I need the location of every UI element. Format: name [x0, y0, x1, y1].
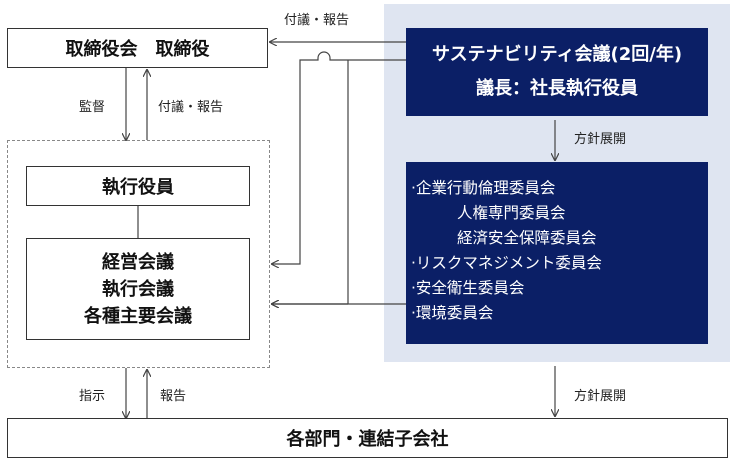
meetings-box: 経営会議 執行会議 各種主要会議	[26, 238, 250, 340]
executive-group	[7, 140, 270, 368]
instruct-label: 指示	[79, 389, 106, 404]
board-of-directors-box: 取締役会 取締役	[7, 28, 268, 68]
executive-officers-box: 執行役員	[26, 166, 250, 206]
committee-environment: ·環境委員会	[411, 304, 494, 322]
supervise-label: 監督	[79, 100, 106, 115]
committee-safety-health: ·安全衛生委員会	[411, 279, 525, 297]
policy-deployment-label-1: 方針展開	[574, 132, 627, 147]
submit-report-label: 付議・報告	[158, 100, 224, 115]
sustainability-chair: 議長：社長執行役員	[476, 78, 638, 99]
meeting-major: 各種主要会議	[84, 305, 192, 327]
report-label: 報告	[160, 389, 187, 404]
meeting-execution: 執行会議	[102, 278, 174, 300]
committee-human-rights: 人権専門委員会	[457, 204, 566, 222]
committees-box	[406, 162, 708, 344]
departments-label: 各部門・連結子会社	[286, 429, 449, 450]
executive-officers-label: 執行役員	[102, 177, 174, 198]
meeting-management: 経営会議	[102, 251, 174, 273]
committee-economic-security: 経済安全保障委員会	[457, 229, 597, 247]
committee-list: ·企業行動倫理委員会 人権専門委員会 経済安全保障委員会 ·リスクマネジメント委…	[411, 176, 681, 326]
committee-risk-management: ·リスクマネジメント委員会	[411, 254, 602, 272]
departments-box: 各部門・連結子会社	[7, 418, 728, 458]
board-label: 取締役会 取締役	[65, 39, 210, 60]
board-submit-report-label: 付議・報告	[284, 13, 350, 28]
committee-ethics: ·企業行動倫理委員会	[411, 179, 556, 197]
policy-deployment-label-2: 方針展開	[574, 389, 627, 404]
sustainability-title: サステナビリティ会議(2回/年)	[431, 44, 683, 65]
sustainability-meeting-box: サステナビリティ会議(2回/年) 議長：社長執行役員	[406, 28, 708, 116]
